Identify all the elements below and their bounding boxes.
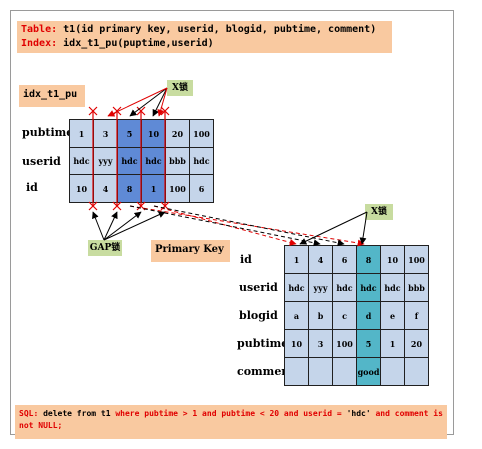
gap-marker xyxy=(112,201,122,211)
pk-row-comment: good xyxy=(284,357,429,386)
lookup-arrow xyxy=(129,205,365,247)
sql-prefix: SQL: xyxy=(19,409,39,418)
pk-cell: f xyxy=(404,301,429,330)
x-lock-text: X锁 xyxy=(172,83,188,93)
pk-cell: c xyxy=(332,301,357,330)
gap-lock-text: GAP锁 xyxy=(89,243,121,253)
pk-cell-locked: hdc xyxy=(356,273,381,302)
table-definition-header: Table: t1(id primary key, userid, blogid… xyxy=(17,21,392,53)
pk-cell: 4 xyxy=(308,245,333,274)
gap-marker xyxy=(136,106,146,116)
primary-key-table: 1 4 6 8 10 100 hdc yyy hdc hdc hdc bbb a… xyxy=(284,245,429,386)
index-cell-locked: 8 xyxy=(117,174,142,203)
pk-cell: 20 xyxy=(404,329,429,358)
primary-key-text: Primary Key xyxy=(155,244,224,255)
pk-row-id: 1 4 6 8 10 100 xyxy=(284,245,429,274)
sql-part1: delete from t1 xyxy=(43,409,111,418)
gap-lock-label: GAP锁 xyxy=(88,240,122,256)
pk-row-blogid: a b c d e f xyxy=(284,301,429,330)
index-row-label-userid: userid xyxy=(22,155,61,168)
pk-row-label-userid: userid xyxy=(239,281,278,294)
x-lock-label-top: X锁 xyxy=(167,80,193,96)
gap-lock-arrow xyxy=(103,211,166,241)
x-lock-label-pk: X锁 xyxy=(365,204,393,220)
gap-lock-arrow xyxy=(103,211,142,241)
index-cell: 100 xyxy=(189,119,214,148)
index-row-pubtime: 1 3 5 10 20 100 xyxy=(69,119,214,148)
index-name-box: idx_t1_pu xyxy=(19,85,85,107)
pk-cell: 100 xyxy=(332,329,357,358)
gap-marker xyxy=(88,106,98,116)
sql-part4: and comment is xyxy=(375,409,443,418)
lookup-arrow xyxy=(153,205,297,246)
x-lock-arrow-pk xyxy=(359,211,368,245)
index-key: Index: xyxy=(21,38,58,49)
pk-cell-locked: 8 xyxy=(356,245,381,274)
pk-cell xyxy=(380,357,405,386)
x-lock-text: X锁 xyxy=(371,207,387,217)
index-cell: 4 xyxy=(93,174,118,203)
index-def: idx_t1_pu(puptime,userid) xyxy=(63,38,214,49)
index-row-id: 10 4 8 1 100 6 xyxy=(69,174,214,203)
index-cell: 10 xyxy=(69,174,94,203)
index-cell: 20 xyxy=(165,119,190,148)
x-lock-arrow xyxy=(152,87,168,117)
gap-lock-arrow xyxy=(92,211,105,241)
index-cell: 6 xyxy=(189,174,214,203)
pk-cell xyxy=(308,357,333,386)
pk-row-pubtime: 10 3 100 5 1 20 xyxy=(284,329,429,358)
pk-cell: 1 xyxy=(380,329,405,358)
table-def: t1(id primary key, userid, blogid, pubti… xyxy=(63,24,377,35)
pk-cell: 10 xyxy=(284,329,309,358)
pk-cell: 3 xyxy=(308,329,333,358)
index-cell: hdc xyxy=(189,147,214,175)
gap-lock-arrow xyxy=(103,211,118,241)
pk-cell: bbb xyxy=(404,273,429,302)
index-cell: yyy xyxy=(93,147,118,175)
pk-row-label-comment: comment xyxy=(237,365,295,378)
index-table: 1 3 5 10 20 100 hdc yyy hdc hdc bbb hdc … xyxy=(69,119,214,203)
pk-cell: a xyxy=(284,301,309,330)
pk-row-label-pubtime: pubtime xyxy=(237,337,289,350)
sql-part2: where pubtime > 1 and pubtime < 20 and u… xyxy=(115,409,342,418)
table-key: Table: xyxy=(21,24,58,35)
x-lock-arrow-pk xyxy=(299,211,368,245)
pk-cell xyxy=(404,357,429,386)
gap-marker xyxy=(88,201,98,211)
x-lock-arrow-red xyxy=(107,87,168,117)
index-cell-locked: 10 xyxy=(141,119,166,148)
index-cell: hdc xyxy=(69,147,94,175)
pk-cell: b xyxy=(308,301,333,330)
lookup-arrow xyxy=(129,205,321,247)
pk-row-label-blogid: blogid xyxy=(239,309,278,322)
index-row-label-id: id xyxy=(26,181,38,194)
index-row-label-pubtime: pubtime xyxy=(22,126,74,139)
pk-cell: 10 xyxy=(380,245,405,274)
sql-statement: SQL: delete from t1 where pubtime > 1 an… xyxy=(15,405,447,439)
primary-key-label: Primary Key xyxy=(151,240,230,262)
sql-part3: 'hdc' xyxy=(346,409,371,418)
pk-cell: 100 xyxy=(404,245,429,274)
sql-part5: not NULL; xyxy=(19,421,63,430)
x-lock-arrow-red xyxy=(157,87,168,117)
x-lock-arrow xyxy=(129,87,168,117)
pk-cell-locked: good xyxy=(356,357,381,386)
pk-cell: e xyxy=(380,301,405,330)
pk-cell-locked: d xyxy=(356,301,381,330)
index-name: idx_t1_pu xyxy=(23,89,78,100)
gap-marker xyxy=(136,201,146,211)
pk-row-label-id: id xyxy=(240,253,252,266)
index-cell-locked: 5 xyxy=(117,119,142,148)
